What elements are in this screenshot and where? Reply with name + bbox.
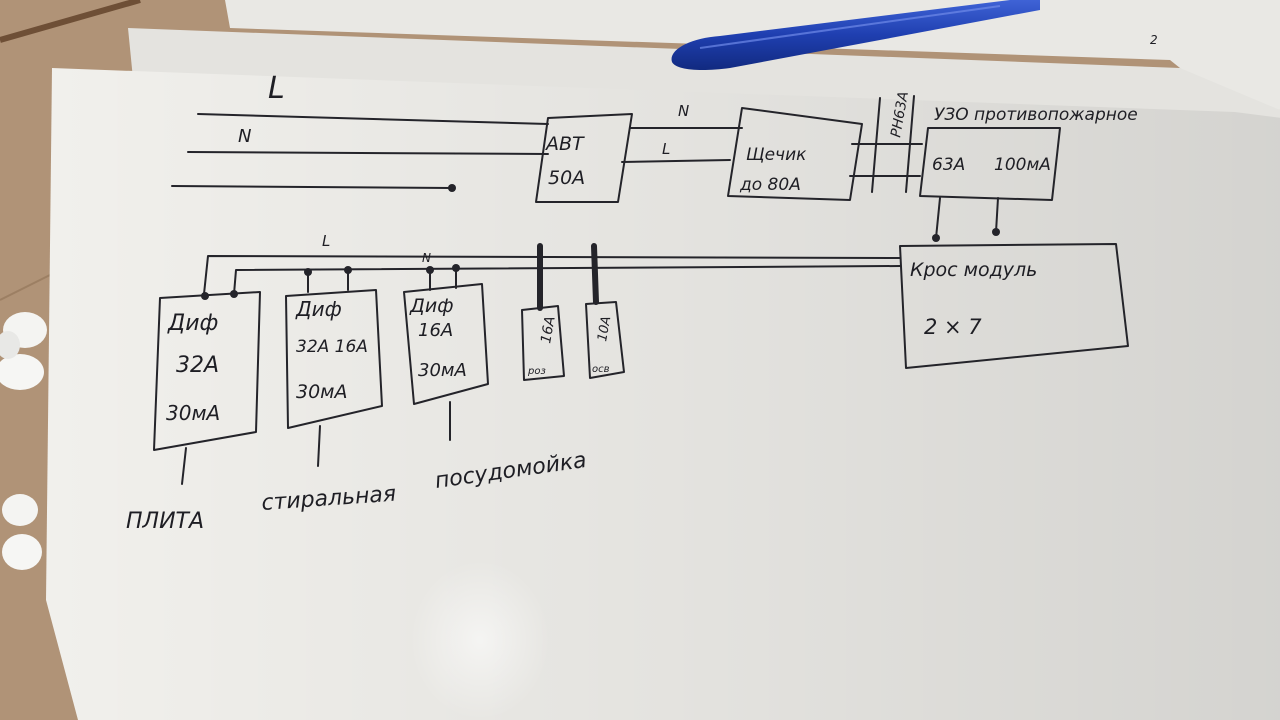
main-breaker-line1: АВТ [544,133,585,155]
blue-pen [671,0,1040,70]
diff3-line3: 30мА [418,360,467,381]
diff2-line3: 30мА [296,381,348,403]
distribution-rails [203,255,901,295]
cross-module-line2: 2 × 7 [924,315,982,339]
diff1-line3: 30мА [166,401,220,425]
label-phase-l: L [268,71,285,106]
meter-line2: до 80А [739,175,801,195]
pebbles [0,312,47,570]
rail-label-n: N [422,251,431,265]
breaker10-rating: 10А [595,315,614,343]
line-end-dot [448,184,456,192]
cross-module-line1: Крос модуль [910,259,1037,281]
back-paper-sheet [225,0,1280,110]
diff-breaker-2: Диф 32А 16А 30мА [285,266,383,467]
rcd-rating: 63А [932,155,965,175]
paper-shadow [46,68,1280,720]
diff2-line2: 32А 16А [296,337,368,357]
main-breaker: АВТ 50А [535,113,633,203]
meter-line1: Щечик [746,145,807,165]
diff-breaker-1: Диф 32А 30мА [153,290,261,485]
cross-module: Крос модуль 2 × 7 [899,243,1129,369]
diff3-line2: 16А [418,320,453,341]
breaker-to-meter-lines [621,127,743,163]
light-glare [410,560,550,720]
breaker-10a: 10А осв [585,243,625,379]
diff-breaker-3: Диф 16А 30мА [403,264,489,441]
breaker10-note: осв [592,364,610,375]
fire-rcd: УЗО противопожарное 63А 100мА [919,105,1138,242]
label-l-out: L [662,140,670,158]
rail-label-l: L [322,232,330,250]
label-n-out: N [678,102,689,120]
relay-label: РН63А [888,90,912,138]
rcd-leak: 100мА [994,155,1051,175]
energy-meter: Щечик до 80А [727,107,863,201]
diff1-line1: Диф [167,311,218,336]
diff1-line2: 32А [176,353,219,378]
rcd-title: УЗО противопожарное [934,105,1138,125]
diff2-line1: Диф [295,297,342,321]
page-corner-mark: 2 [1150,33,1158,47]
breaker16-note: роз [527,366,546,377]
main-breaker-line2: 50А [548,167,585,189]
breaker-16a: 16А роз [521,243,565,381]
voltage-relay: РН63А [849,90,923,193]
breaker16-rating: 16А [538,315,559,345]
load-stove: ПЛИТА [126,509,204,534]
diff3-line1: Диф [409,295,453,317]
label-neutral-n: N [238,126,251,147]
incoming-feed [171,113,549,189]
